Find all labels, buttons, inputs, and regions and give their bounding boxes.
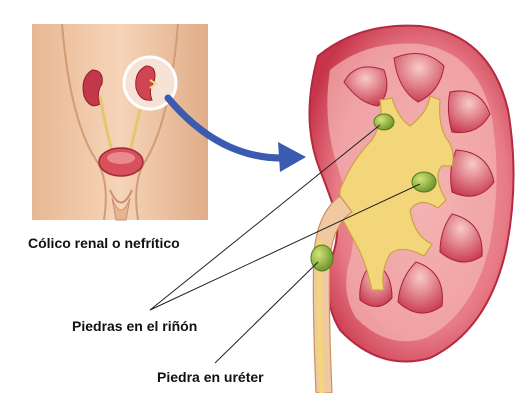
label-colico-renal: Cólico renal o nefrítico <box>28 235 180 251</box>
label-piedras-rinon: Piedras en el riñón <box>72 318 197 334</box>
kidney-stone-middle <box>412 172 436 192</box>
ureter-stone <box>311 245 333 271</box>
leader-line-ureter-stone <box>215 262 318 363</box>
torso-illustration <box>32 24 208 220</box>
bladder <box>99 148 143 176</box>
label-piedra-ureter: Piedra en uréter <box>157 369 264 385</box>
